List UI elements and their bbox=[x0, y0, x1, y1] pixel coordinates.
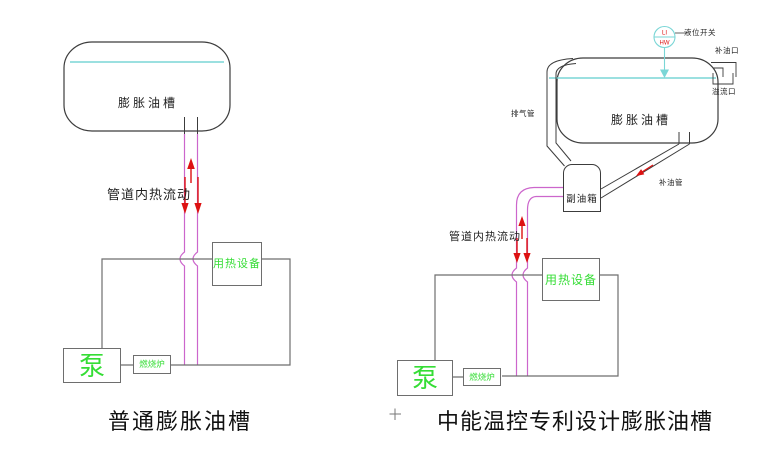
left-pump-box: 泵 bbox=[63, 348, 121, 383]
instrument-tag-bottom: HW bbox=[660, 41, 670, 47]
overflow-port-label: 溢流口 bbox=[712, 87, 736, 96]
vent-pipe-label: 排气管 bbox=[511, 109, 535, 118]
left-riser-pipe-left-wall bbox=[179, 134, 186, 365]
left-furnace-label: 燃烧炉 bbox=[139, 359, 165, 370]
right-furnace-label: 燃烧炉 bbox=[469, 371, 495, 382]
level-probe-arrowhead bbox=[660, 69, 669, 78]
right-heat-device-box: 用热设备 bbox=[542, 258, 600, 301]
aux-oil-tank-label: 副油箱 bbox=[566, 193, 598, 205]
vent-pipe-outer-wall bbox=[546, 58, 574, 167]
right-circulation-loop bbox=[434, 274, 619, 378]
left-heat-flow-arrows bbox=[181, 158, 202, 214]
refill-port-label: 补油口 bbox=[715, 46, 739, 55]
left-furnace-box: 燃烧炉 bbox=[133, 355, 171, 374]
right-tank-label: 膨胀油槽 bbox=[610, 113, 671, 127]
left-diagram-linework bbox=[63, 41, 291, 366]
right-pump-box: 泵 bbox=[397, 360, 453, 396]
right-caption: 中能温控专利设计膨胀油槽 bbox=[436, 409, 713, 434]
cross-marker bbox=[389, 408, 401, 420]
right-tank-outline bbox=[556, 57, 719, 144]
left-tank-label: 膨胀油槽 bbox=[117, 96, 178, 110]
refill-port-pipe bbox=[711, 62, 737, 77]
left-pipe-flow-label: 管道内热流动 bbox=[107, 187, 192, 202]
level-switch-label: 液位开关 bbox=[684, 28, 716, 37]
vent-pipe-inner-wall bbox=[555, 63, 577, 162]
left-caption: 普通膨胀油槽 bbox=[107, 409, 252, 434]
right-heat-flow-arrows bbox=[513, 216, 531, 263]
right-diagram-linework: LI HW bbox=[389, 25, 737, 420]
supply-pipe-walls bbox=[600, 143, 690, 199]
instrument-tag-top: LI bbox=[662, 31, 667, 37]
right-riser-pipe-left-wall bbox=[511, 186, 563, 376]
left-tank-outline bbox=[63, 41, 231, 132]
overflow-port-cup bbox=[712, 73, 734, 85]
right-pump-label: 泵 bbox=[411, 363, 438, 393]
left-circulation-loop bbox=[101, 258, 291, 366]
left-heat-device-label: 用热设备 bbox=[213, 257, 261, 270]
supply-pipe-label: 补油管 bbox=[659, 178, 683, 187]
right-furnace-box: 燃烧炉 bbox=[463, 368, 501, 386]
right-pipe-flow-label: 管道内热流动 bbox=[449, 231, 521, 243]
left-heat-device-box: 用热设备 bbox=[212, 242, 262, 286]
supply-pipe-flow-arrow bbox=[636, 164, 654, 176]
left-pump-label: 泵 bbox=[78, 350, 105, 381]
aux-oil-tank-box: 副油箱 bbox=[563, 164, 601, 212]
right-heat-device-label: 用热设备 bbox=[544, 272, 597, 287]
level-switch-instrument: LI HW bbox=[653, 25, 687, 78]
